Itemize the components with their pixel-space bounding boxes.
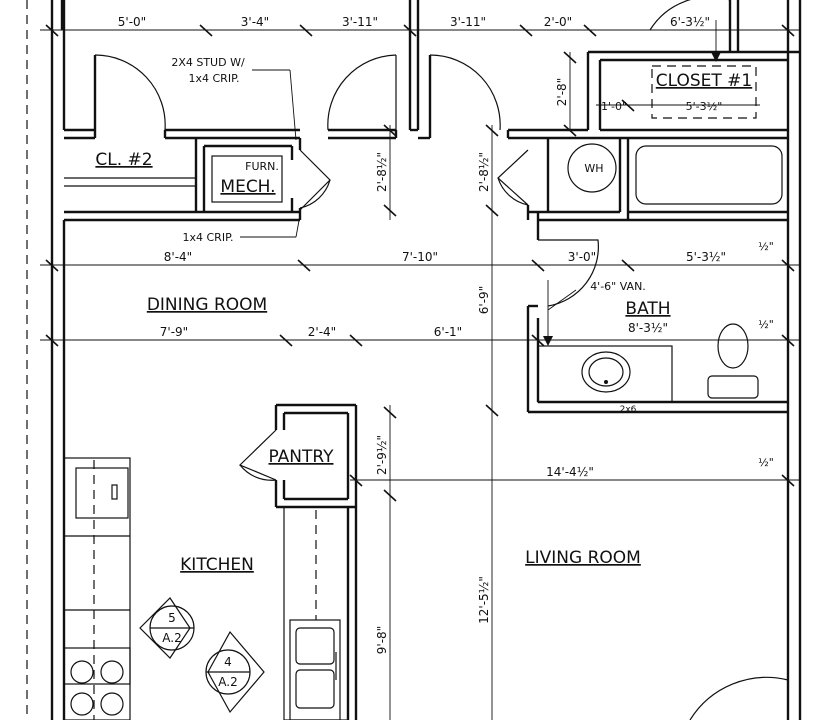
kitchen-sink	[289, 619, 341, 720]
dim-text: 9'-8"	[375, 626, 389, 654]
dim-text: 3'-4"	[241, 15, 269, 29]
room-label-dining: DINING ROOM	[147, 295, 267, 315]
dim-text: 2'-4"	[308, 325, 336, 339]
dim-text: 5'-3½"	[686, 100, 723, 113]
dim-text: 6'-9"	[477, 286, 491, 314]
stud-note-line2: 1x4 CRIP.	[189, 72, 240, 85]
section-marker-4: 4 A.2	[205, 630, 265, 714]
closet-shelf	[651, 65, 757, 119]
vanity-label: 4'-6" VAN.	[590, 280, 646, 293]
dim-text: 3'-11"	[342, 15, 378, 29]
dim-text: 5'-3½"	[686, 250, 726, 264]
water-heater-label: WH	[584, 162, 603, 175]
sink-basin	[581, 351, 631, 393]
doors	[94, 0, 789, 720]
toilet-tank	[707, 375, 759, 399]
room-label-furn: FURN.	[245, 160, 279, 173]
dim-text: 2'-8"	[555, 78, 569, 106]
refrigerator	[75, 467, 129, 519]
section-number: 5	[168, 611, 176, 625]
stud-note-line1: 2X4 STUD W/	[171, 56, 245, 69]
kitchen-counter	[63, 457, 131, 685]
dim-text: 3'-11"	[450, 15, 486, 29]
section-sheet: A.2	[218, 675, 237, 689]
walls	[50, 0, 802, 720]
dim-text: ½"	[758, 318, 774, 331]
dimension-lines	[40, 20, 800, 720]
room-label-pantry: PANTRY	[268, 447, 334, 467]
room-label-bath: BATH	[625, 299, 670, 319]
dim-text: 6'-3½"	[670, 15, 710, 29]
dim-text: 2'-0"	[544, 15, 572, 29]
dim-text: 5'-0"	[118, 15, 146, 29]
fixtures	[63, 65, 783, 720]
room-label-closet-2: CL. #2	[95, 150, 152, 170]
dim-text: 8'-4"	[164, 250, 192, 264]
toilet-bowl	[717, 323, 749, 369]
furnace-box	[211, 155, 283, 203]
dim-text: 6'-1"	[434, 325, 462, 339]
dim-text: 7'-9"	[160, 325, 188, 339]
room-label-closet-1: CLOSET #1	[656, 71, 753, 91]
crip-note: 1x4 CRIP.	[183, 231, 234, 244]
dim-text: 8'-3½"	[628, 321, 668, 335]
dim-text: 2'-8½"	[375, 152, 389, 192]
section-marker-5: 5 A.2	[139, 597, 195, 659]
room-label-kitchen: KITCHEN	[180, 555, 254, 575]
dim-text: 12'-5½"	[477, 576, 491, 624]
dim-text: 2'-9½"	[375, 435, 389, 475]
room-label-living: LIVING ROOM	[525, 548, 641, 568]
bathtub	[635, 145, 783, 205]
dim-text: 14'-4½"	[546, 465, 594, 479]
water-heater-circle	[567, 143, 617, 193]
section-sheet: A.2	[162, 631, 181, 645]
dim-text: ½"	[758, 456, 774, 469]
room-label-mech: MECH.	[220, 177, 275, 197]
dim-text: 7'-10"	[402, 250, 438, 264]
dim-text: 3'-0"	[568, 250, 596, 264]
stud-size-note: 2x6	[620, 405, 637, 415]
range	[63, 647, 131, 720]
section-number: 4	[224, 655, 232, 669]
dim-text: 1'-0"	[601, 100, 627, 113]
dim-text: 2'-8½"	[477, 152, 491, 192]
dim-text: ½"	[758, 240, 774, 253]
vanity-counter	[537, 345, 673, 403]
